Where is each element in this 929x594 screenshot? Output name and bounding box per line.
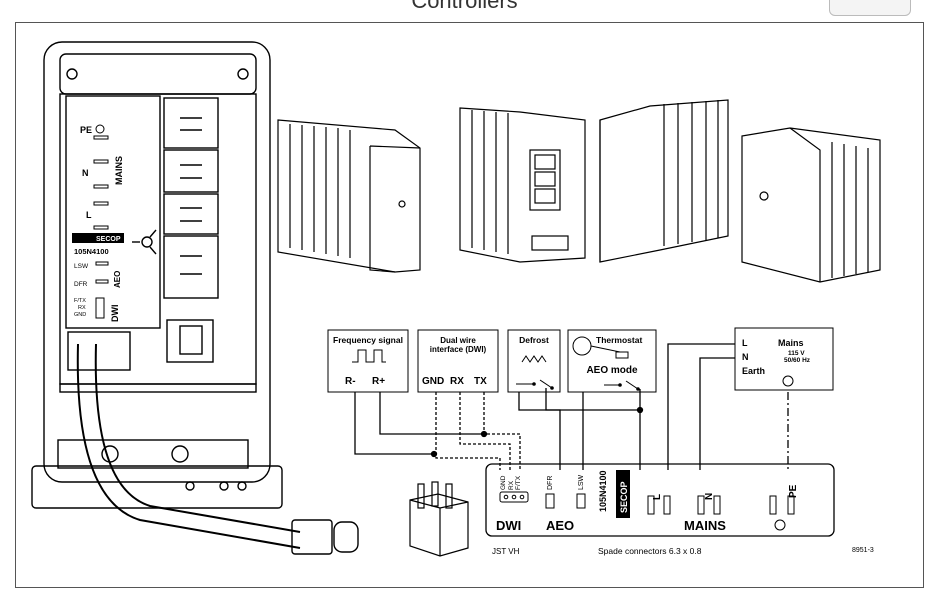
freq-rminus: R- — [345, 376, 356, 387]
controller-3d-view-1 — [277, 119, 421, 273]
ctrl-label-rx: RX — [78, 305, 86, 311]
footer-code: 8951-3 — [852, 547, 874, 554]
strip-gnd: GND — [500, 475, 507, 490]
dwi-rx: RX — [450, 376, 464, 387]
dwi-box: Dual wire interface (DWI) GND RX TX — [417, 329, 499, 393]
mains-earth-icon — [782, 375, 794, 387]
strip-lsw: LSW — [578, 474, 585, 490]
controller-labels: PE MAINS N L SECOP 105N4100 LSW AEO DFR … — [72, 124, 124, 323]
thermo-mode: AEO mode — [586, 365, 638, 376]
dwi-title2: interface (DWI) — [430, 345, 487, 354]
mains-box: L N Earth Mains 115 V 50/60 Hz — [734, 327, 834, 391]
controller-3d-views — [277, 99, 881, 283]
square-wave-icon — [352, 349, 386, 363]
controller-3d-view-2 — [459, 107, 586, 263]
defrost-switch-icon — [516, 379, 553, 389]
defrost-box: Defrost — [507, 329, 561, 393]
mains-earth: Earth — [742, 366, 765, 376]
ctrl-label-ftx: F/TX — [74, 298, 86, 304]
strip-pe: PE — [788, 484, 799, 498]
strip-n: N — [704, 493, 715, 500]
mains-voltage: 115 V — [788, 350, 805, 357]
thermostat-dial-icon — [572, 336, 592, 356]
strip-earth-icon — [774, 519, 786, 531]
page-title: Controllers — [411, 0, 518, 13]
strip-brand-badge — [616, 470, 630, 518]
ctrl-label-dwi: DWI — [110, 305, 120, 323]
mains-frequency: 50/60 Hz — [784, 357, 811, 364]
heater-icon — [521, 355, 547, 363]
ctrl-label-mains: MAINS — [114, 156, 124, 185]
ctrl-label-pe: PE — [80, 125, 92, 135]
jst-connector — [409, 481, 469, 557]
controller-3d-view-3 — [599, 99, 729, 263]
controller-front-view — [31, 41, 359, 555]
brand-badge — [72, 233, 124, 243]
dwi-tx: TX — [474, 376, 487, 387]
mains-title: Mains — [778, 338, 804, 348]
ctrl-label-dfr: DFR — [74, 281, 88, 288]
controller-3d-view-4 — [741, 127, 881, 283]
ctrl-label-l: L — [86, 210, 92, 220]
strip-rx: RX — [508, 480, 515, 490]
frequency-signal-box: Frequency signal R- R+ — [327, 329, 409, 393]
diagram-frame — [15, 22, 924, 588]
ctrl-label-gnd: GND — [74, 312, 86, 318]
dwi-gnd: GND — [422, 376, 444, 387]
mains-n: N — [742, 352, 749, 362]
wiring-lines — [354, 343, 789, 470]
ctrl-model: 105N4100 — [74, 247, 109, 256]
footer-spade: Spade connectors 6.3 x 0.8 — [598, 546, 702, 556]
ctrl-label-lsw: LSW — [74, 263, 89, 270]
strip-aeo: AEO — [546, 518, 574, 533]
strip-dfr: DFR — [547, 476, 554, 490]
strip-model: 105N4100 — [598, 470, 608, 512]
strip-brand: SECOP — [619, 481, 629, 513]
header-button[interactable] — [829, 0, 911, 16]
defrost-title: Defrost — [519, 335, 549, 345]
thermostat-switch-icon — [604, 380, 639, 390]
freq-title: Frequency signal — [333, 335, 403, 345]
footer-jst: JST VH — [492, 547, 520, 556]
connector-strip: F/TX RX GND DFR LSW 105N4100 SECOP L N P… — [485, 463, 835, 537]
ctrl-label-n: N — [82, 168, 89, 178]
freq-rplus: R+ — [372, 376, 385, 387]
strip-ftx: F/TX — [515, 475, 522, 490]
ctrl-label-aeo: AEO — [113, 271, 122, 288]
dwi-title: Dual wire — [440, 336, 476, 345]
strip-l: L — [652, 494, 663, 500]
strip-mains: MAINS — [684, 518, 726, 533]
mains-l: L — [742, 338, 748, 348]
thermo-title: Thermostat — [596, 335, 642, 345]
strip-dwi: DWI — [496, 518, 521, 533]
ctrl-brand: SECOP — [96, 236, 121, 243]
earth-icon — [95, 124, 105, 134]
thermostat-box: Thermostat AEO mode — [567, 329, 657, 393]
